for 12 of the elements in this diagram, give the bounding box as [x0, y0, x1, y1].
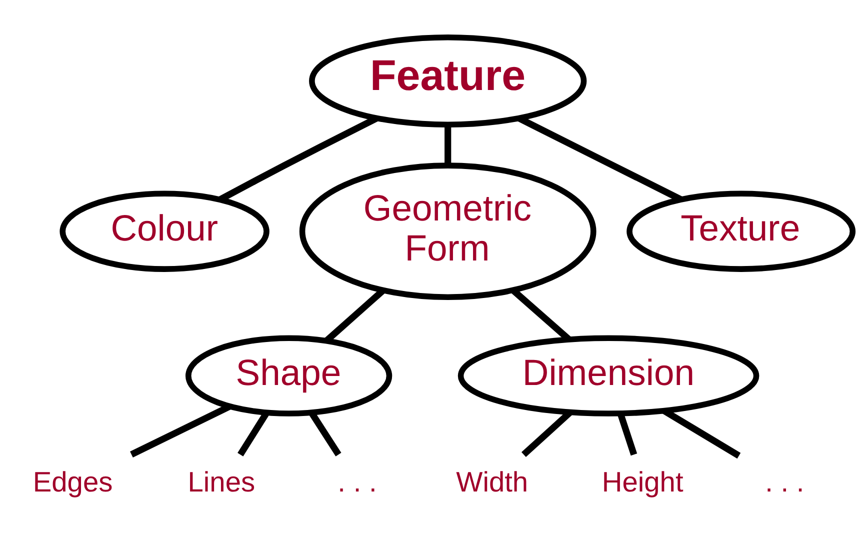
node-text: Width — [456, 466, 528, 497]
node-text: Height — [602, 466, 684, 497]
node-text: Edges — [32, 466, 113, 497]
node-ellipse: Feature — [309, 34, 587, 127]
node-text: . . . — [765, 466, 804, 497]
node-ellipse: Colour — [60, 190, 270, 272]
node-ellipse: Geometric Form — [299, 162, 596, 300]
node-ellipse: Shape — [185, 334, 392, 416]
node-ellipse: Dimension — [458, 334, 760, 416]
node-ellipse: Texture — [626, 190, 856, 272]
node-text: Lines — [188, 466, 256, 497]
node-text: . . . — [338, 466, 377, 497]
